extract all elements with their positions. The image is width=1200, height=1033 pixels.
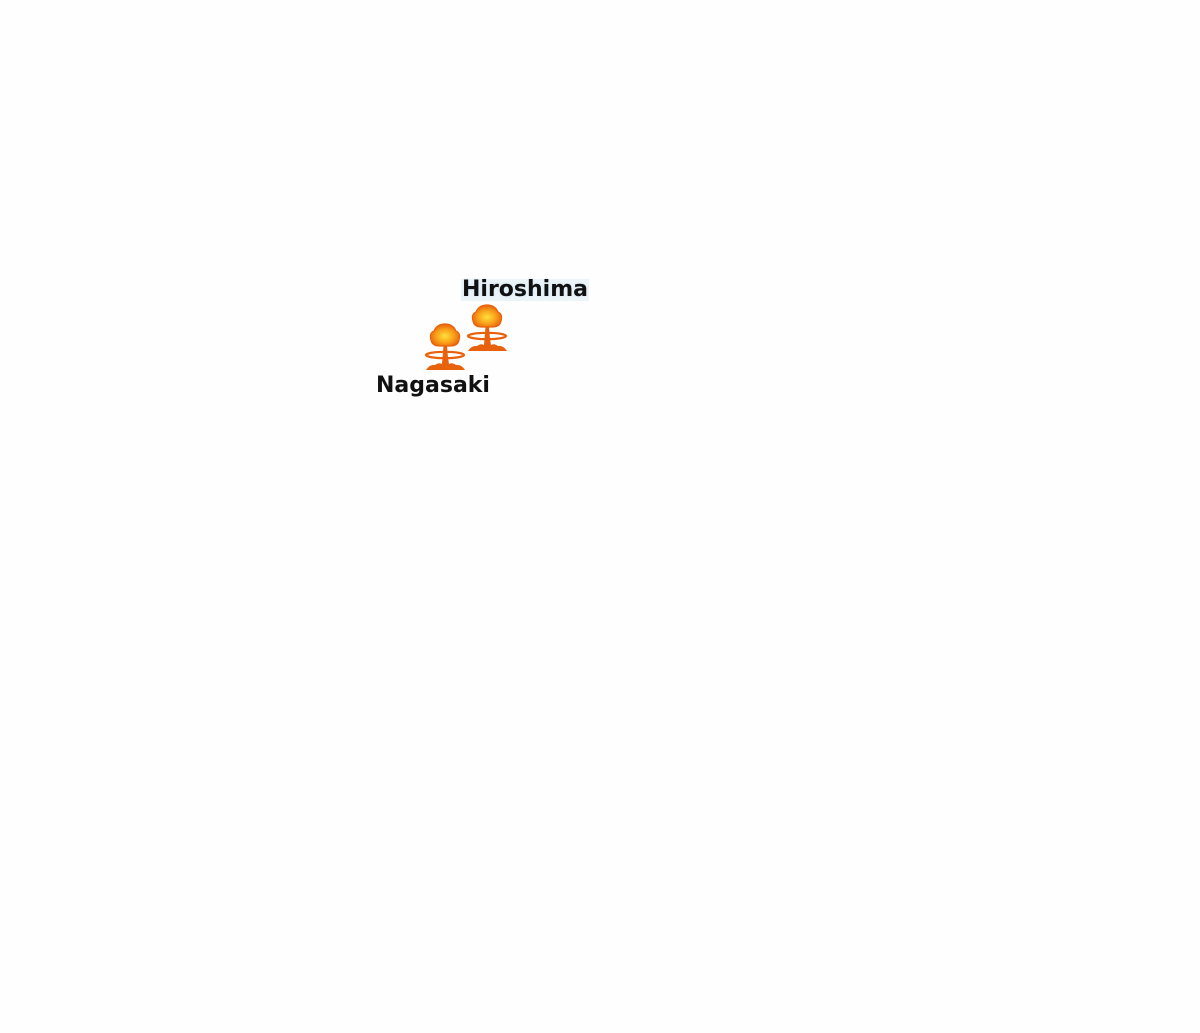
mushroom-cloud-icon[interactable] (464, 303, 510, 353)
city-label-nagasaki: Nagasaki (376, 373, 490, 398)
city-label-hiroshima: Hiroshima (461, 277, 589, 302)
mushroom-cloud-icon[interactable] (422, 322, 468, 372)
